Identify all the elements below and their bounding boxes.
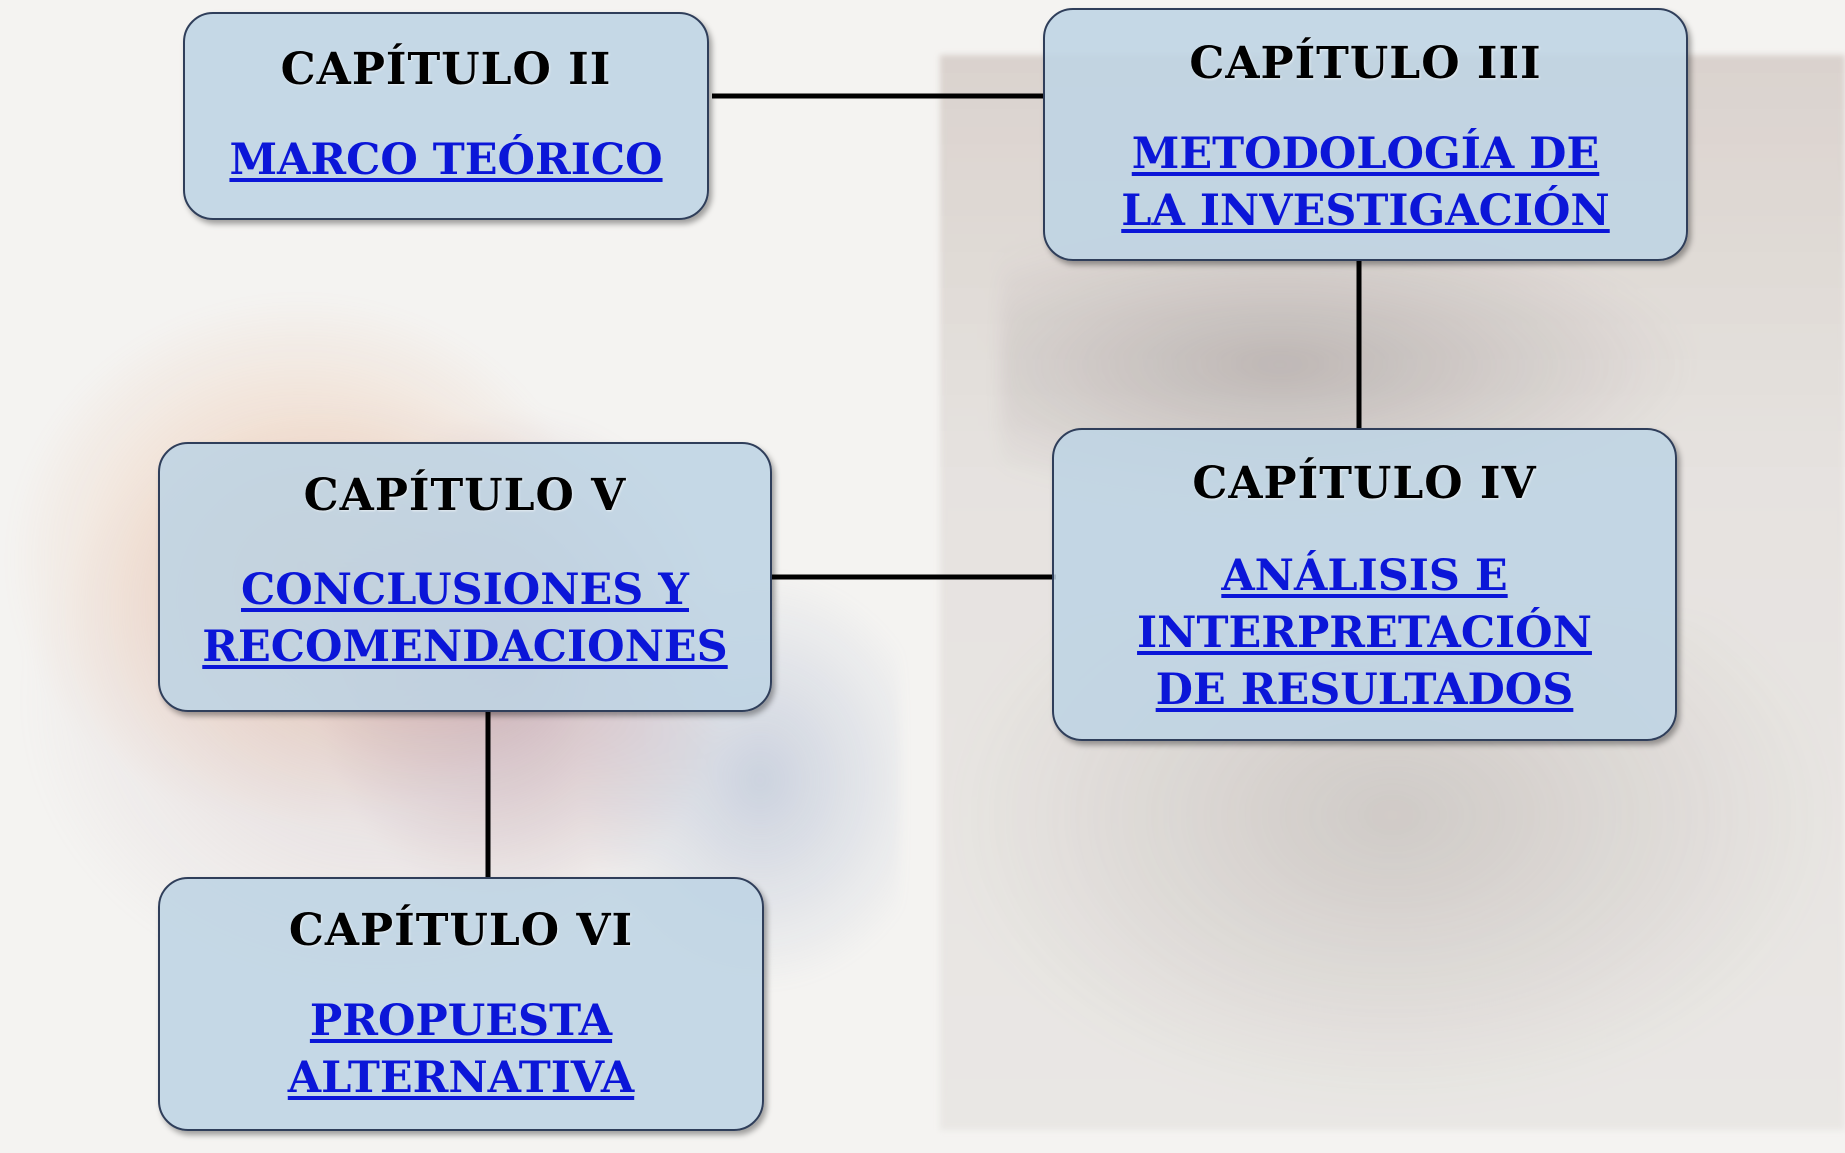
analisis-link-line-1: ANÁLISIS E	[1221, 551, 1508, 601]
chapter-5-title: CAPÍTULO V	[303, 470, 627, 521]
analisis-link-line-2: INTERPRETACIÓN	[1137, 608, 1592, 658]
metodologia-link-line-2: LA INVESTIGACIÓN	[1121, 186, 1610, 236]
chapter-3-box: CAPÍTULO III METODOLOGÍA DE LA INVESTIGA…	[1043, 8, 1688, 261]
marco-teorico-link[interactable]: MARCO TEÓRICO	[229, 135, 663, 185]
conclusiones-link[interactable]: CONCLUSIONES Y RECOMENDACIONES	[160, 562, 770, 676]
analisis-link-line-3: DE RESULTADOS	[1155, 665, 1574, 715]
chapter-3-title: CAPÍTULO III	[1189, 38, 1542, 89]
propuesta-link-line-2: ALTERNATIVA	[287, 1053, 635, 1103]
chapter-4-title: CAPÍTULO IV	[1192, 458, 1537, 509]
analisis-link[interactable]: ANÁLISIS E INTERPRETACIÓN DE RESULTADOS	[1054, 548, 1675, 719]
chapter-5-box: CAPÍTULO V CONCLUSIONES Y RECOMENDACIONE…	[158, 442, 772, 712]
conclusiones-link-line-1: CONCLUSIONES Y	[240, 565, 689, 615]
chapter-2-box: CAPÍTULO II MARCO TEÓRICO	[183, 12, 709, 220]
metodologia-link[interactable]: METODOLOGÍA DE LA INVESTIGACIÓN	[1045, 126, 1686, 240]
propuesta-link-line-1: PROPUESTA	[309, 996, 613, 1046]
chapter-2-title: CAPÍTULO II	[280, 44, 612, 95]
chapter-6-box: CAPÍTULO VI PROPUESTA ALTERNATIVA	[158, 877, 764, 1131]
propuesta-link[interactable]: PROPUESTA ALTERNATIVA	[160, 993, 762, 1107]
chapter-4-box: CAPÍTULO IV ANÁLISIS E INTERPRETACIÓN DE…	[1052, 428, 1677, 741]
conclusiones-link-line-2: RECOMENDACIONES	[202, 622, 728, 672]
metodologia-link-line-1: METODOLOGÍA DE	[1131, 129, 1600, 179]
chapter-6-title: CAPÍTULO VI	[288, 905, 634, 956]
